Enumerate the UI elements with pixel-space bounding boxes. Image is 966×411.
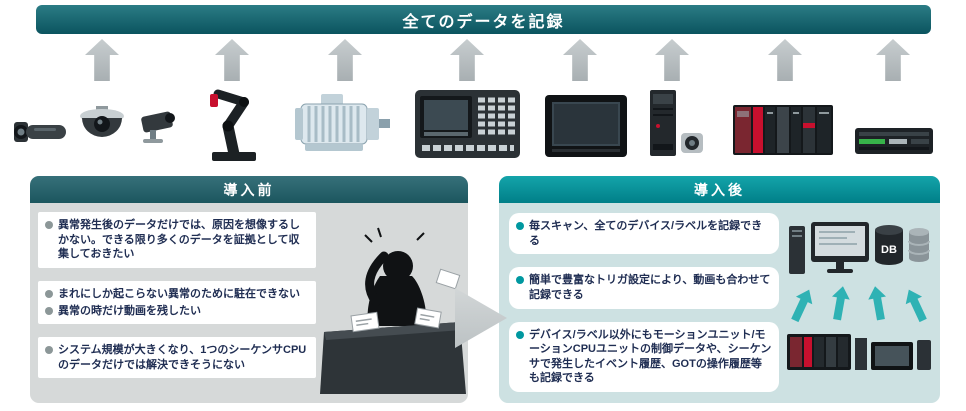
up-arrow-icon bbox=[563, 39, 597, 81]
up-arrow-icon bbox=[876, 39, 910, 81]
compact-camera-icon bbox=[681, 133, 703, 153]
bullet-camera-icon bbox=[14, 122, 66, 142]
after-box-text: 毎スキャン、全てのデバイス/ラベルを記録できる bbox=[529, 220, 763, 247]
before-panel: 導入前 異常発生後のデータだけでは、原因を想像するしかない。できる限り多くのデー… bbox=[30, 176, 468, 403]
bullet-icon bbox=[516, 222, 524, 230]
after-panel-header: 導入後 bbox=[499, 176, 940, 203]
plc-unit-icon bbox=[650, 90, 676, 156]
cnc-controller-icon bbox=[415, 90, 520, 158]
after-box-3: デバイス/ラベル以外にもモーションユニット/モーションCPUユニットの制御データ… bbox=[509, 321, 779, 392]
before-box-text: システム規模が大きくなり、1つのシーケンサCPUのデータだけでは解決できそうにな… bbox=[58, 344, 307, 371]
dome-camera-icon bbox=[80, 106, 124, 137]
after-box-text: 簡単で豊富なトリガ設定により、動画も合わせて記録できる bbox=[529, 274, 771, 301]
before-box-text: 異常の時だけ動画を残したい bbox=[58, 304, 201, 317]
after-box-1: 毎スキャン、全てのデバイス/ラベルを記録できる bbox=[509, 213, 779, 255]
up-arrow-icon bbox=[450, 39, 484, 81]
before-box-text: 異常発生後のデータだけでは、原因を想像するしかない。できる限り多くのデータを証拠… bbox=[58, 219, 300, 261]
bullet-icon bbox=[516, 276, 524, 285]
before-box-3: システム規模が大きくなり、1つのシーケンサCPUのデータだけでは解決できそうにな… bbox=[38, 337, 316, 379]
after-box-text: デバイス/ラベル以外にもモーションユニット/モーションCPUユニットの制御データ… bbox=[529, 328, 772, 385]
bullet-icon bbox=[45, 221, 53, 229]
data-recorder-icon bbox=[855, 128, 933, 154]
before-box-text: まれにしか起こらない異常のために駐在できない bbox=[58, 287, 300, 300]
troubled-worker-illustration bbox=[320, 227, 466, 394]
bullet-icon bbox=[45, 346, 53, 355]
before-box-2: まれにしか起こらない異常のために駐在できない 異常の時だけ動画を残したい bbox=[38, 280, 316, 325]
hmi-touch-panel-icon bbox=[545, 95, 627, 157]
after-boxes: 毎スキャン、全てのデバイス/ラベルを記録できる 簡単で豊富なトリガ設定により、動… bbox=[509, 213, 779, 392]
up-arrow-icon bbox=[215, 39, 249, 81]
up-arrow-icon bbox=[655, 39, 689, 81]
up-arrow-icon bbox=[85, 39, 119, 81]
teal-up-arrow-icon bbox=[791, 286, 927, 323]
before-boxes: 異常発生後のデータだけでは、原因を想像するしかない。できる限り多くのデータを証拠… bbox=[38, 212, 316, 379]
robot-arm-icon bbox=[210, 89, 256, 161]
banner-title: 全てのデータを記録 bbox=[402, 13, 565, 31]
after-box-2: 簡単で豊富なトリガ設定により、動画も合わせて記録できる bbox=[509, 267, 779, 309]
box-camera-icon bbox=[141, 111, 175, 143]
plc-module-rack-icon bbox=[733, 105, 833, 155]
bullet-icon bbox=[516, 330, 524, 339]
up-arrow-icon bbox=[768, 39, 802, 81]
before-box-1: 異常発生後のデータだけでは、原因を想像するしかない。できる限り多くのデータを証拠… bbox=[38, 212, 316, 268]
up-arrow-icon bbox=[328, 39, 362, 81]
db-label: DB bbox=[881, 244, 897, 256]
before-panel-title: 導入前 bbox=[223, 181, 275, 198]
after-panel: 導入後 毎スキャン、全てのデバイス/ラベルを記録できる 簡単で豊富なトリガ設定に… bbox=[499, 176, 940, 403]
banner: 全てのデータを記録 bbox=[36, 5, 931, 34]
bullet-icon bbox=[45, 306, 53, 315]
before-panel-header: 導入前 bbox=[30, 176, 468, 203]
electric-motor-icon bbox=[295, 94, 390, 151]
bullet-icon bbox=[45, 289, 53, 298]
recording-system-illustration: DB bbox=[787, 222, 931, 370]
after-panel-title: 導入後 bbox=[694, 181, 745, 198]
